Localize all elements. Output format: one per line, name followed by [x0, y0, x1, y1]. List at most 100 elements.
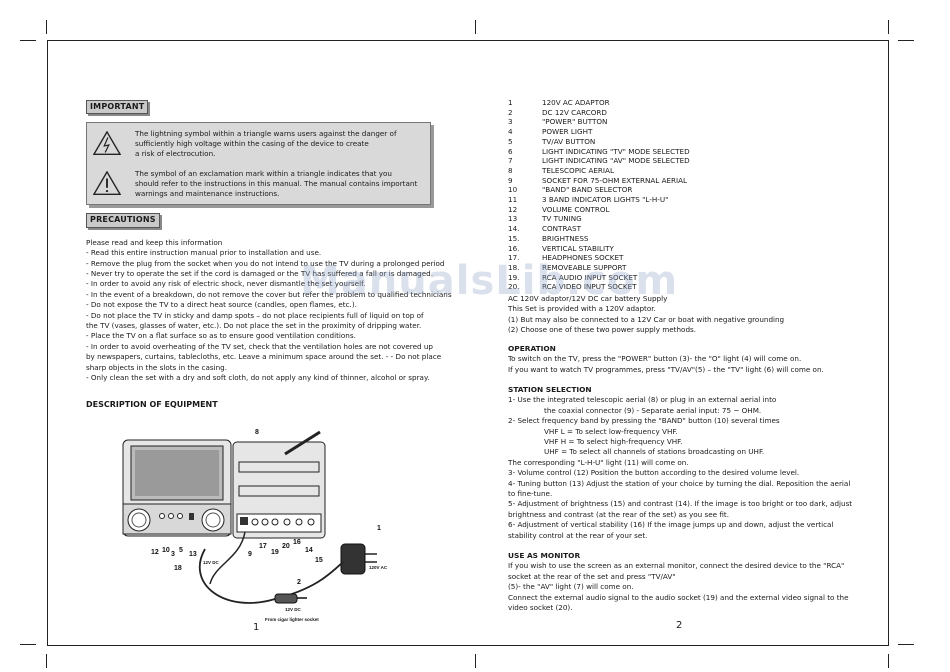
diagram-caption: From cigar lighter socket: [265, 617, 319, 622]
crop-mark: [898, 644, 914, 645]
diagram-label: 10: [162, 547, 170, 554]
list-item: 18.REMOVEABLE SUPPORT: [508, 262, 627, 272]
diagram-label: 14: [305, 547, 313, 554]
precaution-line: - Place the TV on a flat surface so as t…: [86, 331, 356, 341]
text-line: (5)- the "AV" light (7) will come on.: [508, 582, 634, 592]
diagram-label: 16: [293, 539, 301, 546]
text-line: 2- Select frequency band by pressing the…: [508, 416, 780, 426]
text-line: UHF = To select all channels of stations…: [544, 447, 765, 457]
use-as-monitor-title: USE AS MONITOR: [508, 551, 581, 560]
text-line: Connect the external audio signal to the…: [508, 592, 849, 602]
crop-mark: [888, 20, 889, 34]
diagram-label: 15: [315, 557, 323, 564]
text-line: If you want to watch TV programmes, pres…: [508, 364, 824, 374]
cigar-plug-illustration: [274, 593, 307, 604]
ac-adaptor-illustration: [340, 543, 377, 575]
crop-mark: [46, 654, 47, 668]
text-line: warnings and maintenance instructions.: [135, 189, 280, 199]
diagram-label: 18: [174, 565, 182, 572]
crop-mark: [888, 654, 889, 668]
diagram-label: 5: [179, 547, 183, 554]
crop-mark: [20, 40, 36, 41]
precaution-line: Please read and keep this information: [86, 237, 223, 247]
warning-text: The symbol of an exclamation mark within…: [135, 169, 417, 199]
warning-exclamation: The symbol of an exclamation mark within…: [93, 169, 424, 199]
diagram-label: 2: [297, 579, 301, 586]
precautions-label: PRECAUTIONS: [86, 213, 160, 228]
text-line: To switch on the TV, press the "POWER" b…: [508, 354, 802, 364]
text-line: video socket (20).: [508, 603, 573, 613]
crop-mark: [20, 644, 36, 645]
precaution-line: - Do not place the TV in sticky and damp…: [86, 310, 424, 320]
operation-title: OPERATION: [508, 343, 556, 353]
page-frame: [47, 40, 889, 646]
list-item: 14.CONTRAST: [508, 224, 582, 234]
left-page: IMPORTANT The lightning symbol within a …: [86, 100, 452, 410]
text-line: (2) Choose one of these two power supply…: [508, 325, 697, 335]
crop-mark: [898, 40, 914, 41]
diagram-label: 20: [282, 543, 290, 550]
text-line: socket at the rear of the set and press …: [508, 571, 676, 581]
equipment-diagram: 8 12 10 3 5 13 18 9 17 19 20 16 14 15 1 …: [122, 429, 388, 622]
text-line: a risk of electrocution.: [135, 149, 216, 159]
tv-rear-illustration: [232, 430, 326, 539]
cable-line: [198, 548, 344, 604]
list-item: 20.RCA VIDEO INPUT SOCKET: [508, 282, 637, 292]
tv-front-illustration: [122, 439, 232, 537]
text-line: AC 120V adaptor/12V DC car battery Suppl…: [508, 294, 668, 304]
diagram-label: 12: [151, 549, 159, 556]
diagram-label: 3: [171, 551, 175, 558]
diagram-label: 19: [271, 549, 279, 556]
lightning-triangle-icon: [93, 131, 121, 156]
text-line: VHF L = To select low-frequency VHF.: [544, 426, 678, 436]
power-supply-section: AC 120V adaptor/12V DC car battery Suppl…: [508, 294, 853, 336]
text-line: should refer to the instructions in this…: [135, 179, 418, 189]
text-line: This Set is provided with a 120V adaptor…: [508, 304, 656, 314]
list-item: 16.VERTICAL STABILITY: [508, 243, 614, 253]
text-line: 6- Adjustment of vertical stability (16)…: [508, 520, 834, 530]
diagram-caption: 12V DC: [285, 607, 302, 612]
text-line: 3- Volume control (12) Position the butt…: [508, 468, 800, 478]
precaution-line: - Read this entire instruction manual pr…: [86, 248, 322, 258]
diagram-label: 17: [259, 543, 267, 550]
list-item: 10"BAND" BAND SELECTOR: [508, 185, 633, 195]
text-line: brightness and contrast (at the rear of …: [508, 509, 729, 519]
crop-mark: [475, 654, 476, 668]
precaution-line: - In order to avoid any risk of electric…: [86, 279, 366, 289]
page-number-left: 1: [253, 622, 260, 633]
warning-box: The lightning symbol within a triangle w…: [86, 122, 431, 206]
diagram-label: 13: [189, 551, 197, 558]
exclamation-triangle-icon: [93, 171, 121, 196]
list-item: 17.HEADPHONES SOCKET: [508, 253, 624, 263]
list-item: 19.RCA AUDIO INPUT SOCKET: [508, 272, 638, 282]
list-item: 15.BRIGHTNESS: [508, 233, 589, 243]
precaution-line: sharp objects in the slots in the casing…: [86, 362, 228, 372]
text-line: (1) But may also be connected to a 12V C…: [508, 314, 785, 324]
precaution-line: - Never try to operate the set if the co…: [86, 269, 433, 279]
precaution-line: - In the event of a breakdown, do not re…: [86, 289, 452, 299]
description-heading: DESCRIPTION OF EQUIPMENT: [86, 399, 218, 409]
text-line: sufficiently high voltage within the cas…: [135, 139, 369, 149]
crop-mark: [475, 20, 476, 34]
warning-lightning: The lightning symbol within a triangle w…: [93, 129, 424, 159]
precautions-list: Please read and keep this information - …: [86, 237, 452, 384]
station-selection-title: STATION SELECTION: [508, 384, 592, 394]
text-line: If you wish to use the screen as an exte…: [508, 561, 845, 571]
diagram-label: 8: [255, 429, 259, 436]
text-line: 5- Adjustment of brightness (15) and con…: [508, 499, 853, 509]
crop-mark: [46, 20, 47, 34]
text-line: the coaxial connector (9) - Separate aer…: [544, 405, 762, 415]
cable-line: [209, 531, 246, 585]
text-line: stability control at the rear of your se…: [508, 530, 648, 540]
